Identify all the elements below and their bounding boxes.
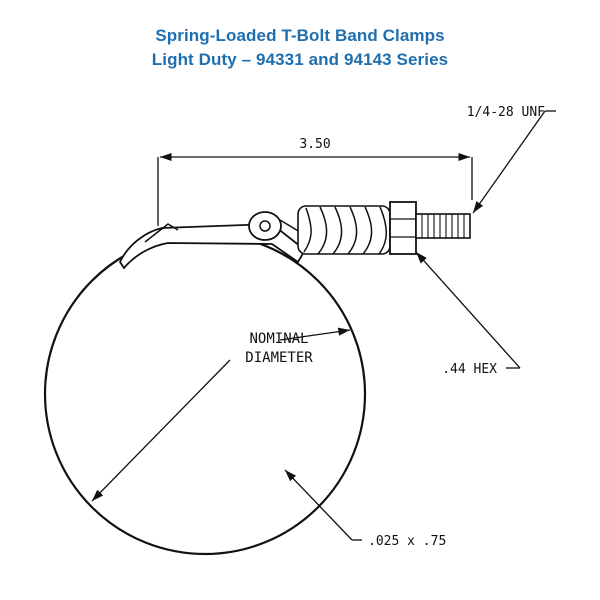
- band-outer: [43, 232, 367, 556]
- leader-line: [472, 110, 546, 214]
- width-label: 3.50: [299, 137, 330, 152]
- width-dimension: 3.50: [157, 137, 473, 226]
- diameter-callout: NOMINAL DIAMETER: [91, 327, 351, 502]
- spring-coil: [317, 206, 328, 255]
- diameter-label: DIAMETER: [245, 350, 313, 366]
- diameter-line: [91, 359, 231, 502]
- nut-body: [389, 201, 417, 255]
- spring-coil: [332, 206, 343, 255]
- band-callout: .025 x .75: [284, 469, 446, 549]
- clamp-housing: [118, 211, 307, 270]
- page-subtitle: Light Duty – 94331 and 94143 Series: [151, 50, 449, 69]
- trunnion-pin: [259, 220, 271, 232]
- leader-line: [415, 251, 521, 369]
- t-bolt: [415, 213, 471, 239]
- hex-label: .44 HEX: [442, 362, 497, 377]
- hex-nut: [389, 201, 417, 255]
- spring-coil: [378, 206, 387, 255]
- leader-line: [284, 469, 353, 541]
- thread-label: 1/4-28 UNF: [467, 105, 545, 120]
- bolt-shank: [415, 213, 471, 239]
- page-title: Spring-Loaded T-Bolt Band Clamps: [155, 26, 445, 45]
- bridge-lip: [144, 223, 179, 243]
- band-label: .025 x .75: [368, 534, 446, 549]
- diameter-line: [279, 327, 351, 341]
- hex-callout: .44 HEX: [415, 251, 521, 377]
- bolt-threads: [421, 214, 465, 238]
- spring-coil: [347, 206, 358, 255]
- thread-callout: 1/4-28 UNF: [467, 105, 556, 214]
- spring: [297, 205, 391, 255]
- spring-coil: [362, 206, 373, 255]
- band-circle: [43, 232, 367, 556]
- spring-coil: [303, 207, 312, 253]
- nominal-label: NOMINAL: [249, 331, 308, 347]
